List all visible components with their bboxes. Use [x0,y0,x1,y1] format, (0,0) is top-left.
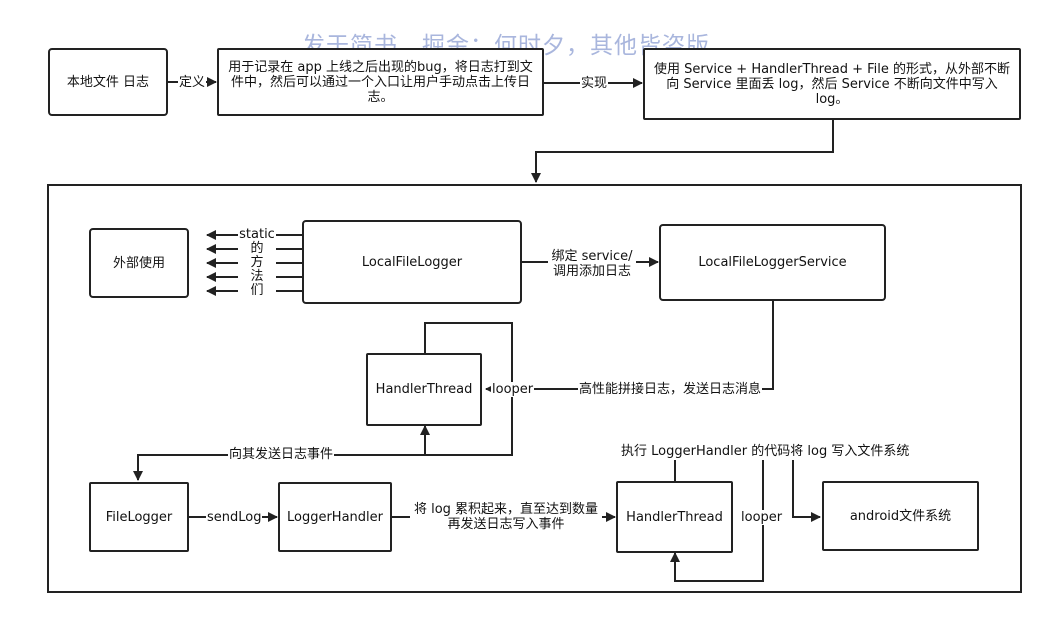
node-android-fs: android文件系统 [822,481,979,551]
node-logger-handler-label: LoggerHandler [286,509,383,525]
static-methods-label: static 的 方 法 们 [238,228,276,298]
edge-label-execute-code: 执行 LoggerHandler 的代码将 log 写入文件系统 [620,444,911,459]
node-file-logger-label: FileLogger [105,509,173,525]
edge-label-send-log-event: 向其发送日志事件 [228,447,335,462]
node-local-log-label: 本地文件 日志 [66,74,150,90]
node-local-file-logger-label: LocalFileLogger [361,254,463,270]
edge-label-concat-log: 高性能拼接日志，发送日志消息 [578,382,763,397]
node-implementation-label: 使用 Service + HandlerThread + File 的形式，从外… [653,61,1011,107]
edge-label-implement: 实现 [580,76,609,91]
node-handler-thread-bottom: HandlerThread [616,481,733,553]
node-external-use-label: 外部使用 [112,255,165,271]
node-handler-thread-top: HandlerThread [366,353,482,426]
node-logger-handler: LoggerHandler [278,482,392,552]
edge-label-looper-bottom: looper [740,510,784,525]
node-handler-thread-bottom-label: HandlerThread [626,509,723,525]
edge-execute-code [792,460,821,522]
node-handler-thread-top-label: HandlerThread [375,382,473,397]
node-external-use: 外部使用 [89,228,189,298]
static-methods-line-2: 的 [238,242,276,256]
node-local-file-logger-service-label: LocalFileLoggerService [698,255,847,270]
node-definition: 用于记录在 app 上线之后出现的bug，将日志打到文件中，然后可以通过一个入口… [217,48,544,116]
static-methods-line-4: 法 [238,270,276,284]
edge-label-looper-top: looper [491,382,535,397]
node-local-log: 本地文件 日志 [48,48,168,116]
node-implementation: 使用 Service + HandlerThread + File 的形式，从外… [643,48,1021,120]
edge-concat-log [485,301,774,394]
edge-implement-to-container [531,120,834,183]
edge-label-define: 定义 [178,75,207,90]
static-methods-line-3: 方 [238,256,276,270]
edge-label-accumulate: 将 log 累积起来，直至达到数量 再发送日志写入事件 [410,502,602,532]
static-methods-line-1: static [238,227,276,242]
node-android-fs-label: android文件系统 [849,508,952,524]
edge-label-bind-service: 绑定 service/ 调用添加日志 [548,249,636,279]
container-frame [47,184,1022,593]
static-methods-line-5: 们 [238,284,276,298]
node-file-logger: FileLogger [89,482,189,552]
node-local-file-logger: LocalFileLogger [302,220,522,304]
node-local-file-logger-service: LocalFileLoggerService [659,224,886,301]
node-definition-label: 用于记录在 app 上线之后出现的bug，将日志打到文件中，然后可以通过一个入口… [228,59,533,105]
edge-label-send-log: sendLog [206,510,263,525]
